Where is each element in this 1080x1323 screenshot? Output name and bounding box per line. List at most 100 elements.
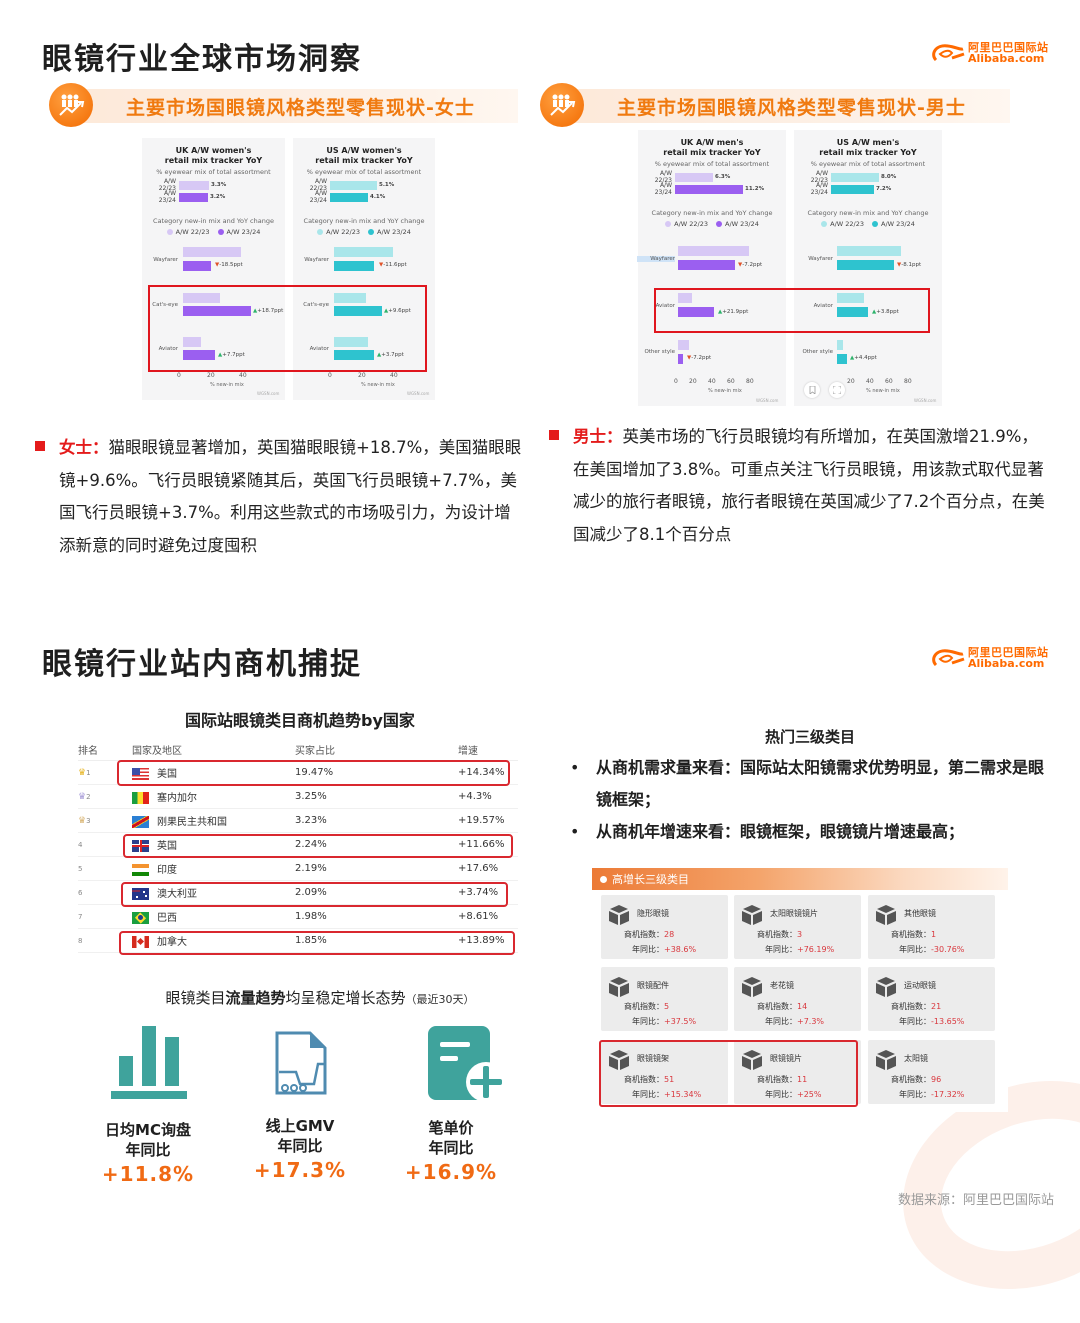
delta-label: ▲+3.8ppt	[872, 309, 899, 315]
chart-title-line: US A/W women's	[326, 146, 402, 155]
shopping-cart-document-icon	[275, 1031, 327, 1095]
yoy-change: 年同比：+37.5%	[632, 1017, 697, 1026]
legend-item: A/W 22/23	[821, 220, 864, 228]
metric-label: 日均MC询盘	[105, 1121, 191, 1139]
category-card[interactable]: 太阳镜 商机指数：96 年同比：-17.32%	[868, 1040, 995, 1104]
australia-flag-icon	[132, 887, 149, 900]
highlight-box	[654, 288, 930, 333]
chart-credit: WGSN.com	[914, 398, 937, 403]
growth-rate: +4.3%	[458, 784, 518, 809]
chart-title: US A/W men's retail mix tracker YoY	[794, 138, 942, 158]
category-card[interactable]: 眼镜镜架 商机指数：51 年同比：+15.34%	[601, 1040, 728, 1104]
opportunity-index: 商机指数：5	[624, 1002, 670, 1011]
bar-prev	[837, 246, 901, 256]
bar-prev	[334, 337, 368, 347]
cube-icon	[876, 905, 896, 925]
mix-label: A/W 22/23	[810, 170, 828, 184]
bookmark-icon	[809, 386, 815, 394]
category-name: 老花镜	[770, 981, 794, 990]
delta-label: ▲+7.7ppt	[218, 352, 245, 358]
mix-label: A/W 23/24	[810, 182, 828, 196]
category-card[interactable]: 太阳眼镜镜片 商机指数：3 年同比：+76.19%	[734, 895, 861, 959]
category-card[interactable]: 眼镜配件 商机指数：5 年同比：+37.5%	[601, 967, 728, 1031]
chart-title-line: UK A/W men's	[680, 138, 744, 147]
buyer-share: 2.24%	[295, 832, 458, 857]
country-name: 美国	[157, 768, 177, 780]
axis-tick: 40	[390, 372, 398, 379]
legend-item: A/W 22/23	[166, 228, 210, 236]
country-name: 塞内加尔	[157, 792, 197, 804]
bullet-square-icon	[549, 430, 559, 440]
logo-cn-text: 阿里巴巴国际站	[968, 646, 1049, 659]
axis-tick: 20	[207, 372, 215, 379]
yoy-change: 年同比：-30.76%	[899, 945, 965, 954]
mix-value: 3.2%	[210, 194, 226, 200]
legend-item: A/W 22/23	[665, 220, 708, 228]
women-summary: 女士：猫眼眼镜显著增加，英国猫眼眼镜+18.7%，美国猫眼眼镜+9.6%。飞行员…	[35, 432, 525, 562]
metric-label: 笔单价	[428, 1119, 474, 1137]
category-card[interactable]: 运动眼镜 商机指数：21 年同比：-13.65%	[868, 967, 995, 1031]
axis-tick: 0	[328, 372, 332, 379]
traffic-title-note: （最近30天）	[405, 993, 475, 1006]
delta-label: ▼-8.1ppt	[897, 262, 922, 268]
bar-curr	[334, 261, 374, 271]
country-name: 英国	[157, 840, 177, 852]
expand-button[interactable]	[829, 382, 845, 398]
axis-tick: 80	[904, 378, 912, 385]
metric-avg-order-price: 笔单价 年同比 +16.9%	[391, 1118, 511, 1184]
mix-bar	[831, 184, 874, 194]
category-name: 眼镜镜架	[637, 1054, 669, 1063]
category-card[interactable]: 隐形眼镜 商机指数：28 年同比：+38.6%	[601, 895, 728, 959]
women-banner-title: 主要市场国眼镜风格类型零售现状-女士	[126, 96, 475, 119]
opportunity-index: 商机指数：11	[757, 1075, 808, 1084]
metric-label: 年同比	[428, 1139, 474, 1157]
highlight-box	[599, 1040, 858, 1107]
chart-legend: A/W 22/23 A/W 23/24	[142, 228, 285, 236]
mix-bar	[179, 192, 208, 202]
buyer-share: 19.47%	[295, 760, 458, 785]
uk-women-chart: UK A/W women's retail mix tracker YoY % …	[142, 138, 285, 400]
bookmark-button[interactable]	[804, 382, 820, 398]
highlight-box	[123, 834, 513, 858]
mix-label: A/W 22/23	[309, 178, 327, 192]
delta-label: ▼-7.2ppt	[687, 355, 712, 361]
country-table: 排名 国家及地区 买家占比 增速 ♛1 美国 19.47% +14.34% ♛2…	[78, 740, 518, 953]
traffic-title-part: 均呈稳定增长态势	[285, 989, 406, 1007]
delta-label: ▲+21.9ppt	[718, 309, 749, 315]
axis-tick: 20	[847, 378, 855, 385]
data-source: 数据来源：阿里巴巴国际站	[898, 1193, 1055, 1208]
chart-title-line: retail mix tracker YoY	[315, 156, 413, 165]
category-card[interactable]: 眼镜镜片 商机指数：11 年同比：+25%	[734, 1040, 861, 1104]
drc-flag-icon	[132, 815, 149, 828]
women-summary-text: 猫眼眼镜显著增加，英国猫眼眼镜+18.7%，美国猫眼眼镜+9.6%。飞行员眼镜紧…	[59, 438, 522, 555]
panel-title: 高增长三级类目	[612, 873, 689, 886]
delta-label: ▲+4.4ppt	[850, 355, 877, 361]
bar-chart-icon	[111, 1026, 187, 1099]
legend-item: A/W 23/24	[368, 228, 411, 236]
mix-bar	[675, 184, 743, 194]
mix-value: 8.0%	[881, 174, 897, 180]
category-title: Category new-in mix and YoY change	[651, 209, 773, 217]
bar-prev	[334, 293, 366, 303]
chart-legend: A/W 22/23 A/W 23/24	[794, 220, 942, 228]
bullet-square-icon	[35, 441, 45, 451]
category-label: Other style	[802, 349, 833, 355]
category-label: Aviator	[158, 346, 178, 352]
logo-en-text: Alibaba.com	[968, 52, 1045, 65]
category-label: Aviator	[655, 303, 675, 309]
growth-people-icon	[540, 83, 584, 127]
expand-icon	[833, 386, 841, 394]
mix-bar	[330, 180, 377, 190]
mix-bar	[179, 180, 209, 190]
category-card[interactable]: 老花镜 商机指数：14 年同比：+7.3%	[734, 967, 861, 1031]
yoy-change: 年同比：+15.34%	[632, 1090, 702, 1099]
buyer-share: 3.25%	[295, 784, 458, 809]
us-flag-icon	[132, 767, 149, 780]
bar-curr	[837, 260, 894, 270]
highlight-box	[117, 760, 510, 786]
category-card[interactable]: 其他眼镜 商机指数：1 年同比：-30.76%	[868, 895, 995, 959]
category-label: Aviator	[309, 346, 329, 352]
